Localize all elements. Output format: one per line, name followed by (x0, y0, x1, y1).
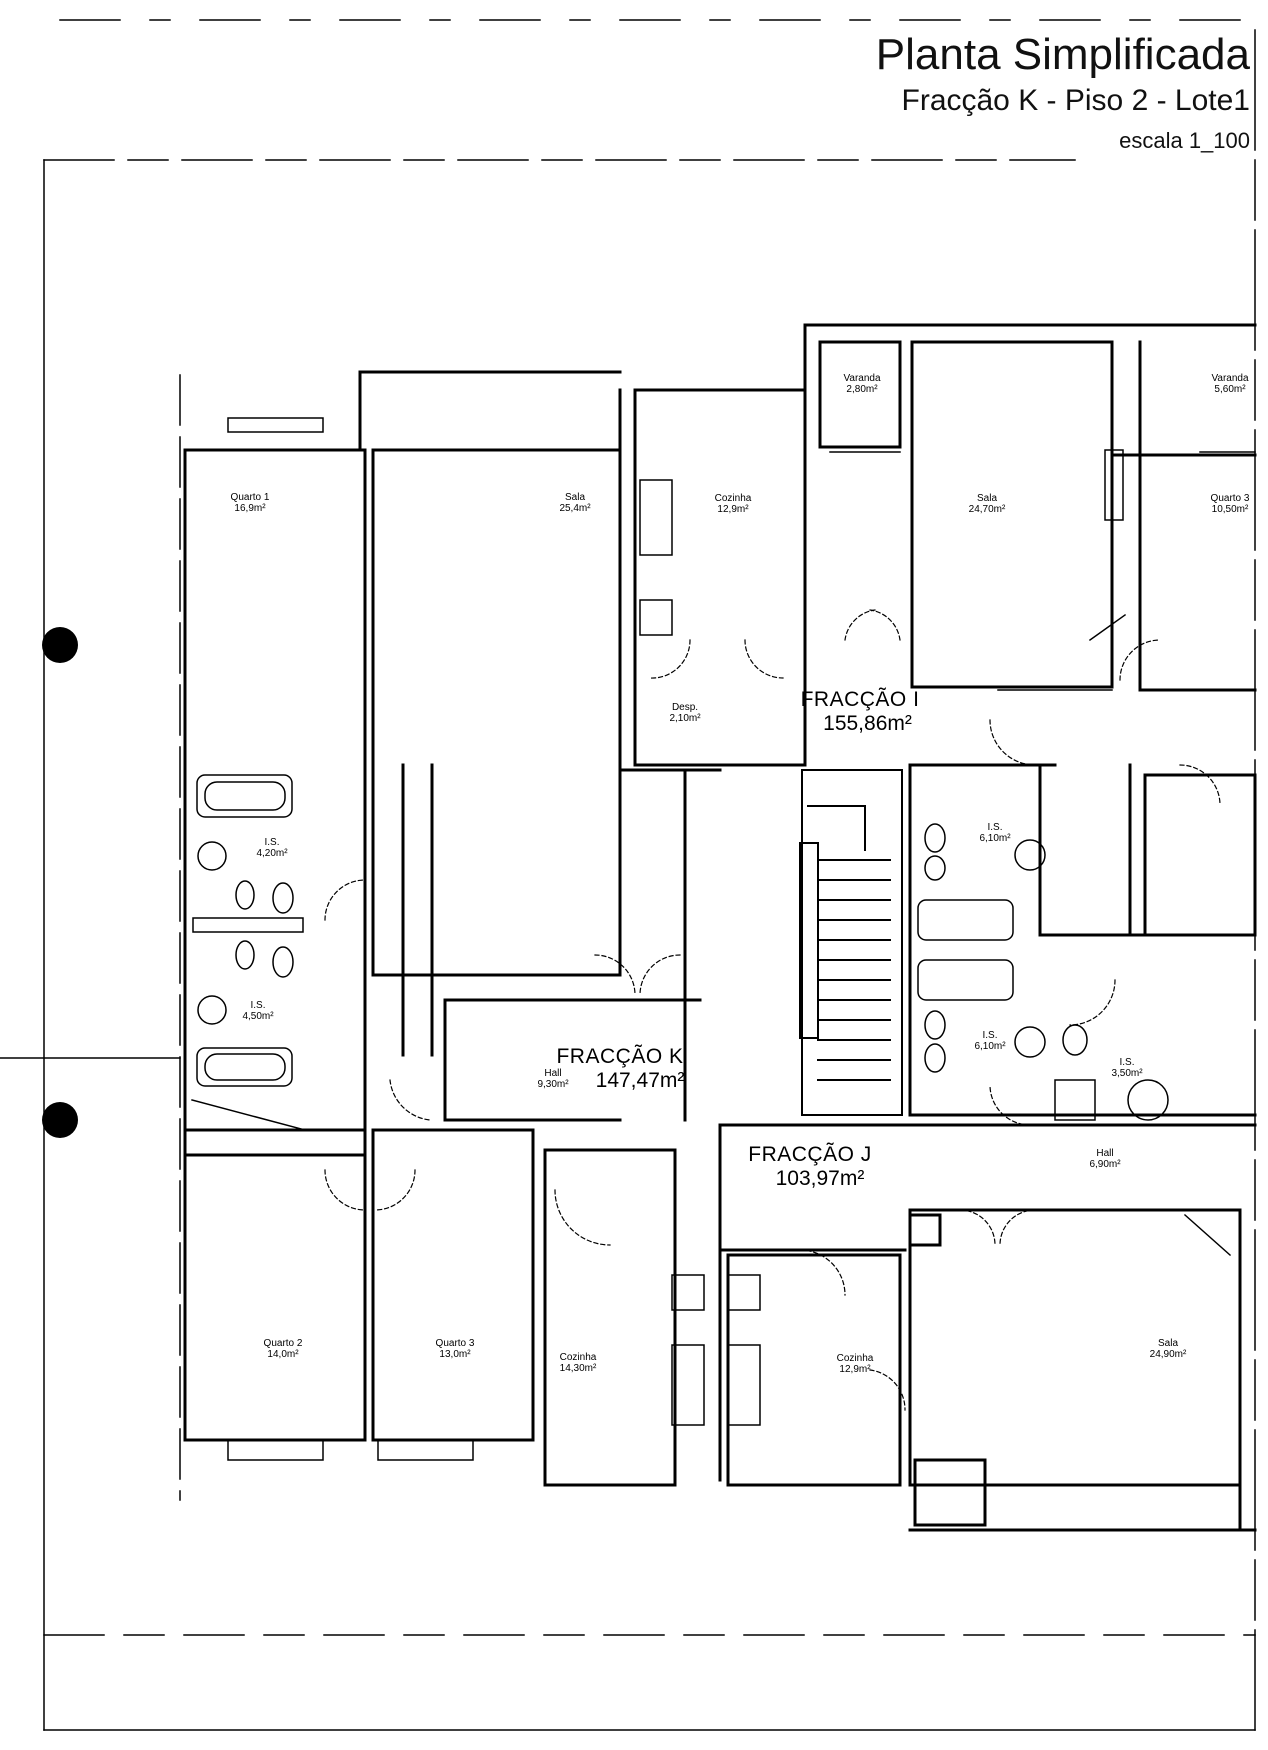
page-subtitle: Fracção K - Piso 2 - Lote1 (901, 84, 1251, 117)
unit-area-i: 155,86m² (823, 712, 912, 735)
room-area: 3,50m² (1111, 1068, 1143, 1079)
room-area: 6,10m² (974, 1041, 1006, 1052)
room-label: I.S.3,50m² (1111, 1057, 1142, 1079)
room-area: 2,80m² (846, 384, 878, 395)
room-label: I.S.6,10m² (974, 1030, 1005, 1052)
room-area: 14,30m² (559, 1363, 597, 1374)
room-label: I.S.4,20m² (256, 837, 287, 859)
room-area: 25,4m² (559, 503, 591, 514)
room-name: Hall (544, 1068, 562, 1079)
room-area: 13,0m² (439, 1349, 471, 1360)
room-area: 4,50m² (242, 1011, 274, 1022)
unit-label-k: FRACÇÃO K 147,47m² (556, 1045, 685, 1093)
room-label: I.S.4,50m² (242, 1000, 273, 1022)
unit-name-i: FRACÇÃO I (800, 688, 920, 711)
binder-hole-bottom (42, 1102, 78, 1138)
room-name: Varanda (843, 373, 881, 384)
room-name: Cozinha (559, 1352, 597, 1363)
unit-label-i: FRACÇÃO I 155,86m² (801, 688, 920, 736)
room-name: I.S. (1119, 1057, 1135, 1068)
k-kitchen-fixtures (639, 479, 705, 1426)
room-area: 9,30m² (537, 1079, 569, 1090)
page-title: Planta Simplificada (875, 30, 1250, 79)
room-area: 10,50m² (1211, 504, 1249, 515)
room-name: Quarto 3 (1210, 493, 1250, 504)
room-area: 4,20m² (256, 848, 288, 859)
room-area: 6,10m² (979, 833, 1011, 844)
j-kitchen-fixtures (727, 1213, 1232, 1426)
stair-core (799, 769, 903, 1116)
unit-area-k: 147,47m² (595, 1069, 685, 1092)
room-area: 24,70m² (968, 504, 1006, 515)
room-name: Sala (976, 493, 997, 504)
room-name: Quarto 3 (435, 1338, 475, 1349)
unit-name-k: FRACÇÃO K (556, 1045, 684, 1068)
walls-fraccao-j (718, 1123, 1257, 1532)
unit-label-j: FRACÇÃO J 103,97m² (748, 1143, 872, 1191)
room-name: Quarto 1 (230, 492, 270, 503)
room-name: I.S. (987, 822, 1003, 833)
room-name: Hall (1096, 1148, 1114, 1159)
room-area: 16,9m² (234, 503, 266, 514)
room-name: Varanda (1211, 373, 1249, 384)
room-area: 24,90m² (1149, 1349, 1187, 1360)
unit-area-j: 103,97m² (775, 1167, 865, 1190)
room-name: Cozinha (714, 493, 752, 504)
room-area: 6,90m² (1089, 1159, 1121, 1170)
room-name: Quarto 2 (263, 1338, 303, 1349)
k-bathroom-fixtures (191, 774, 306, 1131)
sheet-border (0, 19, 1256, 1731)
room-area: 12,9m² (839, 1364, 871, 1375)
walls-fraccao-i (633, 323, 1257, 1117)
room-name: I.S. (250, 1000, 266, 1011)
i-windows (829, 451, 1256, 691)
room-label: Desp.2,10m² (669, 702, 700, 724)
room-name: I.S. (264, 837, 280, 848)
k-windows (227, 417, 521, 1461)
i-fixtures (917, 449, 1169, 1121)
room-area: 14,0m² (267, 1349, 299, 1360)
room-label: I.S.6,10m² (979, 822, 1010, 844)
scale-label: escala 1_100 (1119, 128, 1250, 153)
room-area: 5,60m² (1214, 384, 1246, 395)
unit-name-j: FRACÇÃO J (748, 1143, 872, 1166)
room-name: Sala (1157, 1338, 1178, 1349)
room-name: Sala (564, 492, 585, 503)
room-name: Cozinha (836, 1353, 874, 1364)
room-name: I.S. (982, 1030, 998, 1041)
room-name: Desp. (671, 702, 699, 713)
binder-hole-top (42, 627, 78, 663)
room-area: 2,10m² (669, 713, 701, 724)
room-area: 12,9m² (717, 504, 749, 515)
door-swings (324, 609, 1221, 1411)
